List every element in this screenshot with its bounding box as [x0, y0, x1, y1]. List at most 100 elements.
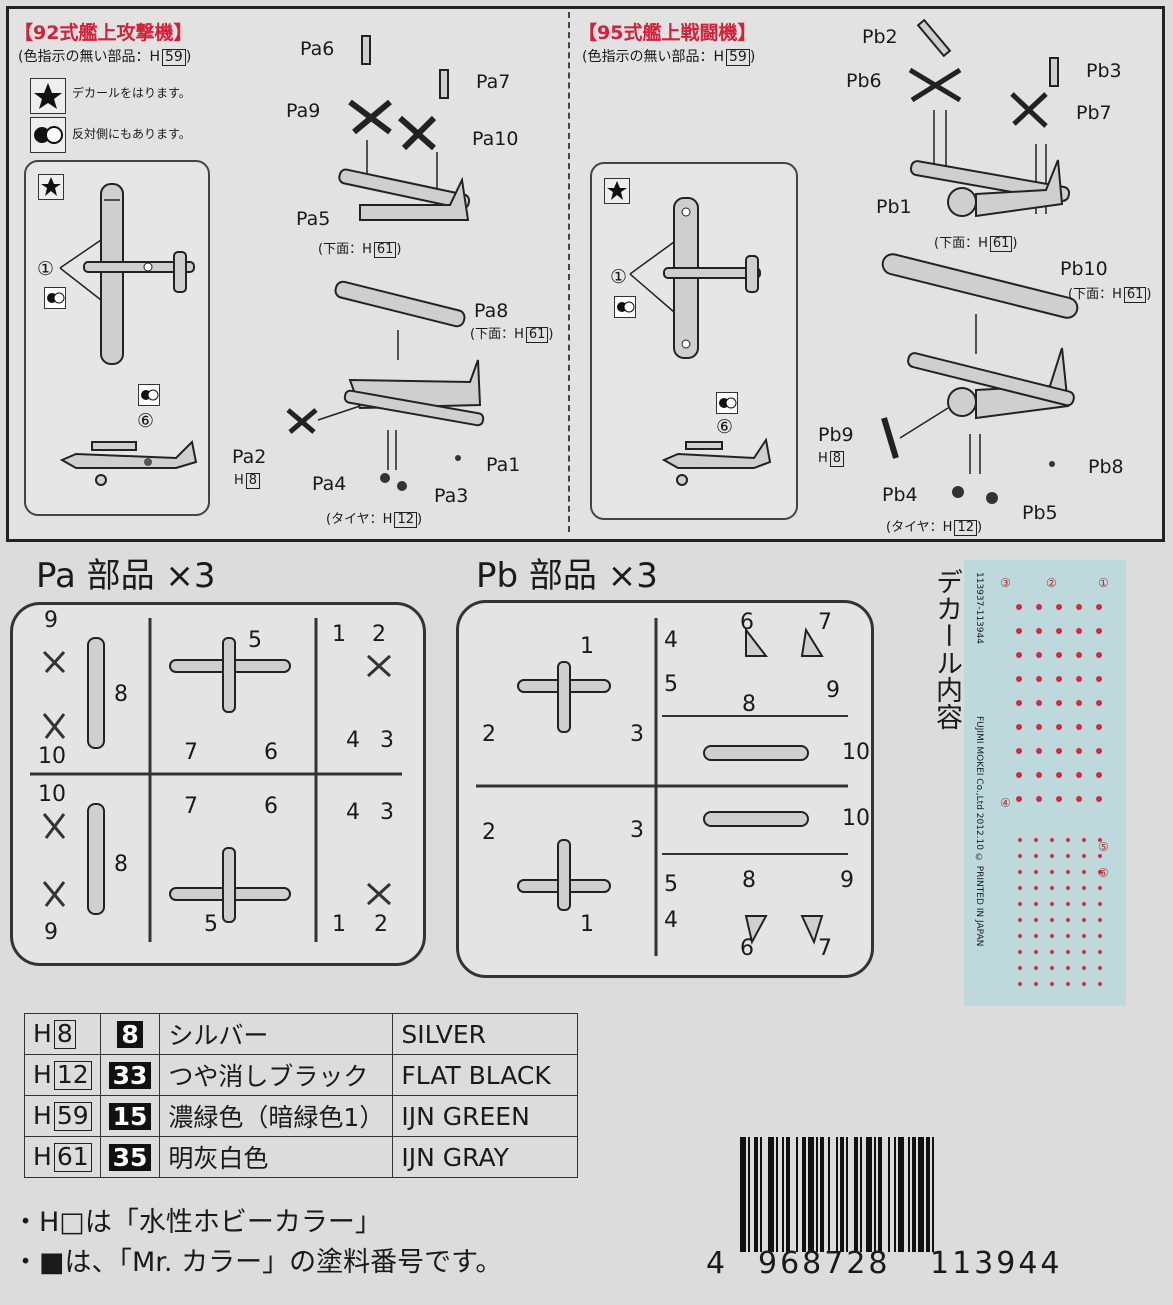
pb-num: 3 — [630, 722, 644, 747]
barcode-bar — [860, 1137, 862, 1252]
decal-hinomaru-small — [1082, 838, 1086, 842]
decal-hinomaru — [1096, 700, 1102, 706]
part-pa7: Pa7 — [476, 71, 511, 93]
barcode-bar — [776, 1137, 778, 1252]
barcode-bar — [926, 1137, 930, 1252]
decal-hinomaru — [1036, 604, 1042, 610]
decal-hinomaru-small — [1018, 934, 1022, 938]
decal-hinomaru — [1016, 652, 1022, 658]
barcode-bar — [808, 1137, 814, 1252]
decal-hinomaru-small — [1098, 934, 1102, 938]
decal-hinomaru-small — [1066, 918, 1070, 922]
mr-color-code: 15 — [99, 1095, 161, 1137]
pb-num: 2 — [482, 820, 496, 845]
pa-num: 9 — [44, 608, 58, 633]
part-pb6: Pb6 — [846, 70, 882, 92]
color-name-jp: 明灰白色 — [159, 1136, 394, 1178]
decal-hinomaru-small — [1034, 886, 1038, 890]
sprue-pb-runners — [476, 618, 848, 956]
inset-decal-1-right: ① — [610, 266, 628, 288]
decal-hinomaru — [1016, 724, 1022, 730]
decal-hinomaru-small — [1082, 870, 1086, 874]
barcode-bar — [898, 1137, 904, 1252]
decal-code: 113937-113944 — [974, 572, 984, 644]
decal-hinomaru-small — [1066, 902, 1070, 906]
decal-hinomaru-small — [1034, 950, 1038, 954]
pb-num: 7 — [818, 610, 832, 635]
decal-hinomaru — [1076, 700, 1082, 706]
legend-opposite-text: 反対側にもあります。 — [72, 127, 191, 141]
torpedo-bomber-side-view — [59, 439, 198, 486]
pb-num: 5 — [664, 872, 678, 897]
decal-hinomaru-small — [1050, 902, 1054, 906]
decal-hinomaru-small — [1034, 838, 1038, 842]
decal-hinomaru-small — [1018, 854, 1022, 858]
color-name-en: IJN GREEN — [392, 1095, 579, 1137]
inset-opposite-icon-2 — [138, 384, 160, 406]
decal-circle: ⑤ — [1098, 840, 1109, 854]
decal-hinomaru-small — [1034, 902, 1038, 906]
decal-title: デカール内容 — [931, 568, 962, 730]
decal-star-icon — [30, 78, 66, 114]
barcode-bar — [820, 1137, 824, 1252]
decal-hinomaru-small — [1066, 838, 1070, 842]
pb-num: 5 — [664, 672, 678, 697]
decal-hinomaru — [1016, 700, 1022, 706]
decal-hinomaru-small — [1018, 902, 1022, 906]
pa-num: 7 — [184, 740, 198, 765]
part-pa1: Pa1 — [486, 454, 521, 476]
barcode-bar — [816, 1137, 818, 1252]
part-pb8: Pb8 — [1088, 456, 1124, 478]
part-pa2: Pa2 — [232, 446, 267, 468]
decal-hinomaru — [1036, 796, 1042, 802]
part-pa8: Pa8 — [474, 300, 509, 322]
decal-hinomaru-small — [1098, 854, 1102, 858]
pb-num: 6 — [740, 610, 754, 635]
pa-num: 3 — [380, 728, 394, 753]
decal-hinomaru-small — [1034, 918, 1038, 922]
decal-hinomaru-small — [1098, 838, 1102, 842]
decal-hinomaru-small — [1018, 918, 1022, 922]
color-name-en: IJN GRAY — [392, 1136, 579, 1178]
part-pb1: Pb1 — [876, 196, 912, 218]
barcode-bar — [786, 1137, 790, 1252]
decal-hinomaru — [1016, 604, 1022, 610]
barcode-bar — [748, 1137, 750, 1252]
pa-num: 10 — [38, 782, 66, 807]
pa-num: 8 — [114, 682, 128, 707]
decal-hinomaru-small — [1018, 966, 1022, 970]
pa-num: 2 — [374, 912, 388, 937]
decal-hinomaru — [1096, 796, 1102, 802]
pb-num: 10 — [842, 740, 870, 765]
pb-num: 3 — [630, 818, 644, 843]
decal-hinomaru-small — [1066, 966, 1070, 970]
barcode-bar — [854, 1137, 858, 1252]
decal-hinomaru — [1056, 772, 1062, 778]
decal-hinomaru — [1076, 676, 1082, 682]
barcode-bar — [840, 1137, 844, 1252]
pa-num: 4 — [346, 728, 360, 753]
barcode-bar — [918, 1137, 924, 1252]
pa-num: 5 — [204, 912, 218, 937]
barcode-bar — [802, 1137, 806, 1252]
decal-hinomaru-small — [1050, 870, 1054, 874]
inset-decal-1: ① — [37, 258, 55, 280]
pa-num: 7 — [184, 794, 198, 819]
barcode-group1: 968728 — [758, 1246, 891, 1281]
pb-num: 8 — [742, 692, 756, 717]
decal-hinomaru-small — [1082, 918, 1086, 922]
inset-opposite-icon — [44, 287, 66, 309]
color-name-en: SILVER — [392, 1013, 579, 1055]
section-divider — [568, 12, 570, 532]
pa-num: 8 — [114, 852, 128, 877]
decal-hinomaru — [1016, 796, 1022, 802]
